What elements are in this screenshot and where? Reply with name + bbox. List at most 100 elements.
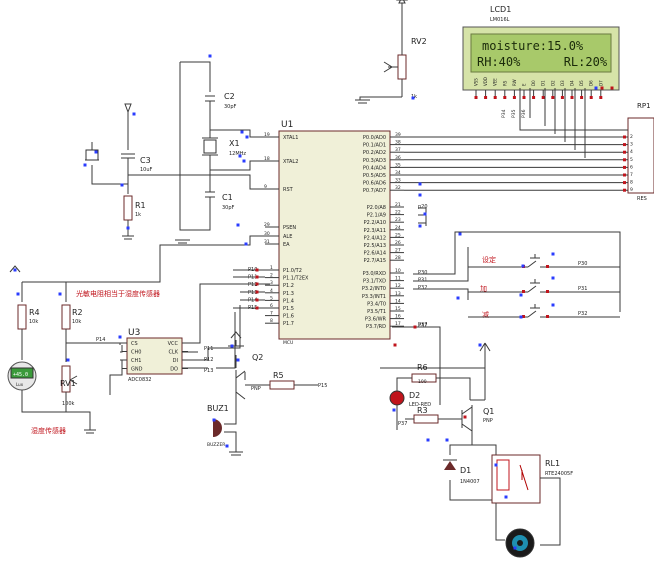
svg-text:P14: P14: [96, 337, 105, 343]
svg-text:VCC: VCC: [168, 341, 179, 347]
svg-text:8: 8: [270, 318, 273, 324]
svg-text:6: 6: [630, 164, 633, 170]
svg-text:P1.7: P1.7: [283, 321, 294, 327]
svg-text:10: 10: [395, 268, 401, 274]
svg-text:P3.2/INT0: P3.2/INT0: [362, 286, 386, 292]
svg-text:5: 5: [630, 157, 633, 163]
buzzer-section: Q2 PNP R5 P15 BUZ1 BUZZER: [207, 331, 327, 456]
svg-text:GND: GND: [131, 367, 143, 373]
svg-text:19: 19: [264, 132, 270, 138]
svg-text:33: 33: [395, 178, 401, 184]
svg-text:1: 1: [270, 265, 273, 271]
x1-value: 12MHz: [229, 151, 246, 157]
lcd-bus-label: P36: [521, 109, 527, 118]
svg-text:16: 16: [395, 314, 401, 320]
svg-text:VEE: VEE: [493, 78, 498, 86]
svg-text:28: 28: [395, 255, 401, 261]
pushbutton-p30: P30: [468, 254, 620, 268]
svg-text:12: 12: [395, 283, 401, 289]
lcd-pin-rs: RS: [502, 80, 507, 99]
u3-pin-ch1: CH1: [122, 358, 141, 364]
u3-pin-gnd: GND: [122, 367, 143, 373]
lcd-pin-d7: D7: [598, 80, 603, 99]
u3-body: [126, 337, 183, 375]
c2-value: 30pF: [224, 104, 237, 110]
svg-text:P2.0/A8: P2.0/A8: [367, 205, 386, 211]
c2-ref: C2: [224, 92, 235, 101]
sensor-unit: Lux: [16, 382, 24, 387]
svg-text:39: 39: [395, 132, 401, 138]
u1-body: [278, 130, 391, 340]
svg-text:35: 35: [395, 162, 401, 168]
lcd-pin-d0: D0: [531, 80, 536, 99]
svg-text:P2.1/A9: P2.1/A9: [367, 213, 386, 219]
d1-ref: D1: [460, 466, 471, 475]
r5-body: [269, 380, 295, 390]
lcd-pin-d1: D1: [541, 80, 546, 99]
svg-text:26: 26: [395, 240, 401, 246]
r4-body: [17, 304, 27, 330]
lcd-pin-d2: D2: [550, 80, 555, 99]
svg-text:CH1: CH1: [131, 358, 141, 364]
svg-text:7: 7: [630, 172, 633, 178]
svg-text:P13: P13: [248, 290, 257, 296]
svg-text:30: 30: [264, 231, 270, 237]
label-humidity-sensor: 湿度传感器: [31, 426, 66, 435]
svg-text:38: 38: [395, 140, 401, 146]
r2-ref: R2: [72, 308, 83, 317]
svg-text:P0.7/AD7: P0.7/AD7: [363, 188, 386, 194]
svg-text:P2.2/A10: P2.2/A10: [364, 220, 386, 226]
lcd-line1: moisture:15.0%: [482, 39, 584, 53]
u1-type: MCU: [283, 340, 293, 346]
lcd-screen: [470, 33, 612, 73]
svg-text:P3.5/T1: P3.5/T1: [367, 309, 386, 315]
svg-text:P1.4: P1.4: [283, 298, 294, 304]
svg-text:P1.5: P1.5: [283, 306, 294, 312]
d2-ref: D2: [409, 391, 420, 400]
rp1-value: RES: [637, 196, 647, 202]
svg-text:P0.0/AD0: P0.0/AD0: [363, 135, 386, 141]
lcd-pin-d3: D3: [560, 80, 565, 99]
label-minus: 减: [482, 310, 489, 319]
svg-text:D4: D4: [570, 80, 575, 86]
svg-text:CH0: CH0: [131, 350, 141, 356]
r2-value: 10k: [72, 319, 81, 325]
q2-type: PNP: [251, 386, 261, 392]
u3-model: ADC0832: [128, 377, 152, 383]
svg-text:D7: D7: [598, 80, 603, 86]
svg-text:P37: P37: [418, 323, 427, 329]
oscillator-section: C2 30pF X1 12MHz C1 30pF C3 10uF R1 1k: [85, 61, 265, 244]
svg-text:VDD: VDD: [483, 77, 488, 86]
rv1-ref: RV1: [60, 379, 76, 388]
lcd-pin-vss: VSS: [474, 78, 479, 99]
svg-text:P0.4/AD4: P0.4/AD4: [363, 165, 386, 171]
svg-text:P3.4/T0: P3.4/T0: [367, 301, 386, 307]
label-set: 设定: [482, 255, 496, 264]
svg-text:D6: D6: [589, 80, 594, 86]
svg-text:P0.5/AD5: P0.5/AD5: [363, 173, 386, 179]
lcd-pin-vee: VEE: [493, 78, 498, 99]
rp1-ref: RP1: [637, 102, 651, 110]
svg-text:4: 4: [270, 288, 273, 294]
u3-net-label: P13: [204, 368, 213, 374]
svg-text:22: 22: [395, 210, 401, 216]
lcd-pin-rw: RW: [512, 79, 517, 99]
svg-text:17: 17: [395, 321, 401, 327]
svg-text:RW: RW: [512, 79, 517, 86]
svg-text:3: 3: [270, 280, 273, 286]
